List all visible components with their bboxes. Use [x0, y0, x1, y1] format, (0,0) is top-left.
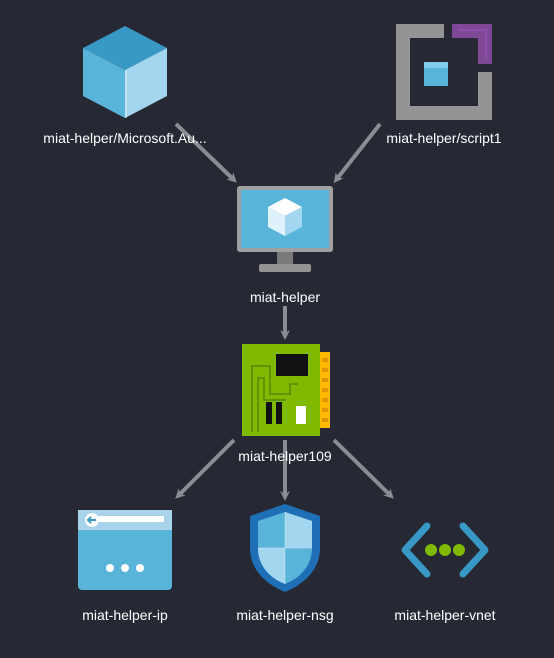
virtual-network-icon [401, 522, 489, 578]
edge-nic-to-vnet [332, 438, 394, 499]
edge-nic-to-ip [175, 438, 236, 499]
deployment-script-icon [396, 24, 492, 120]
network-interface-icon [242, 344, 330, 436]
network-security-group-icon [250, 504, 320, 592]
extension-cube-icon [83, 26, 167, 118]
edge-script-to-vm [333, 122, 382, 184]
virtual-machine-icon [237, 186, 333, 272]
public-ip-icon [78, 510, 172, 590]
edge-extension-to-vm [174, 122, 237, 183]
